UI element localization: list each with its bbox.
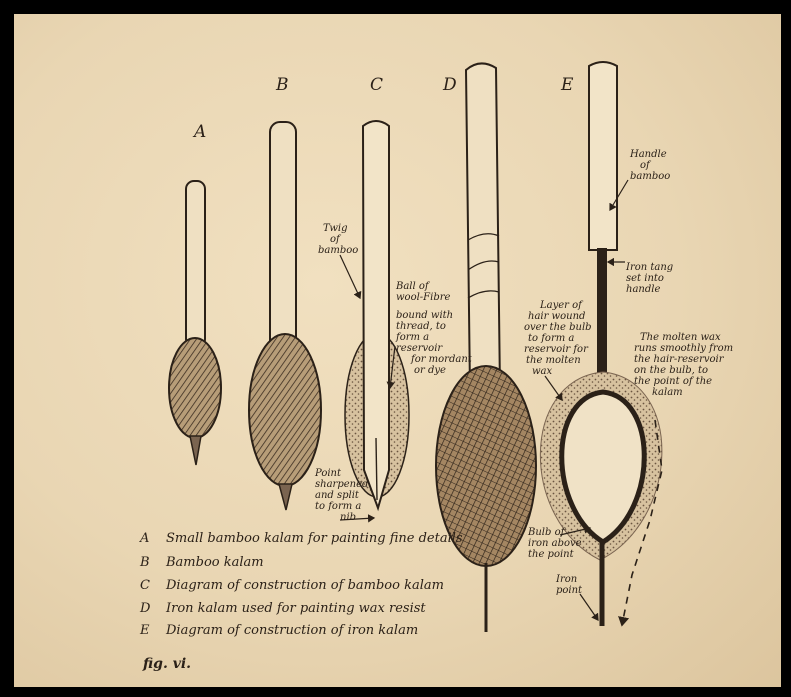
label-c: C	[370, 75, 383, 95]
label-d: D	[442, 75, 457, 95]
annotation-e-iron-tang: Iron tang set into handle	[625, 262, 676, 295]
annotation-e-molten: The molten wax runs smoothly from the ha…	[634, 332, 736, 398]
annotation-e-iron-point: Iron point	[555, 574, 583, 596]
annotation-c-ball: Ball of wool-Fibre bound with thread, to…	[395, 281, 475, 376]
legend: A Small bamboo kalam for painting fine d…	[139, 531, 463, 638]
legend-text-b: Bamboo kalam	[165, 555, 264, 570]
legend-key-c: C	[140, 578, 150, 593]
legend-text-c: Diagram of construction of bamboo kalam	[165, 578, 444, 593]
label-b: B	[275, 75, 289, 95]
annotation-e-handle: Handle of bamboo	[629, 149, 670, 182]
label-a: A	[192, 122, 206, 142]
label-e: E	[560, 75, 574, 95]
annotation-e-layer: Layer of hair wound over the bulb to for…	[524, 300, 595, 377]
legend-key-b: B	[139, 555, 150, 570]
legend-key-d: D	[139, 601, 151, 616]
kalam-d-drawing	[436, 63, 536, 632]
kalam-b-drawing	[249, 122, 321, 510]
legend-text-e: Diagram of construction of iron kalam	[165, 623, 418, 638]
figure-label: fig. vi.	[142, 656, 191, 672]
annotation-c-twig: Twig of bamboo	[318, 223, 358, 256]
legend-key-a: A	[139, 531, 149, 546]
legend-text-d: Iron kalam used for painting wax resist	[165, 601, 426, 616]
kalam-a-drawing	[169, 181, 221, 465]
legend-key-e: E	[139, 623, 150, 638]
legend-text-a: Small bamboo kalam for painting fine det…	[166, 531, 463, 546]
